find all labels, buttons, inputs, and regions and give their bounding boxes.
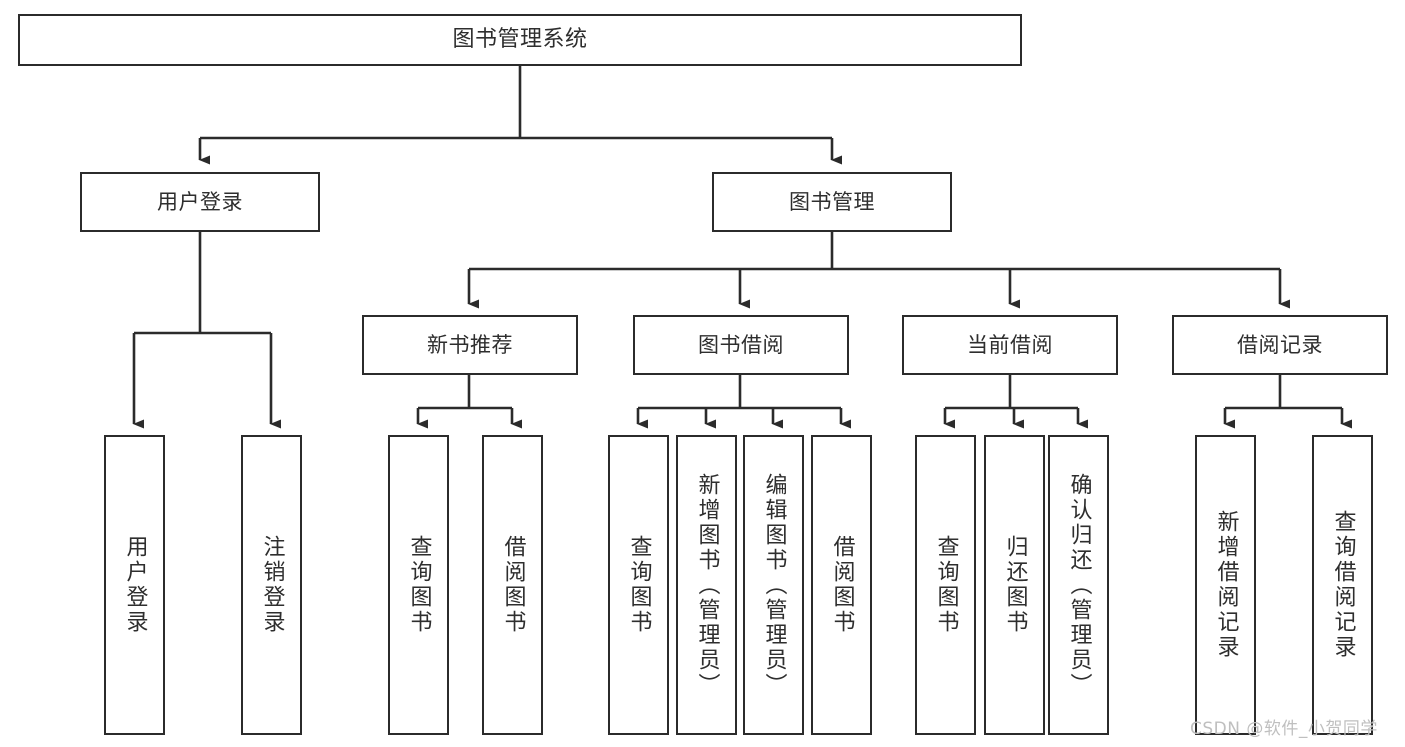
node-label: 查询图书 xyxy=(626,535,652,635)
node-label: 确认归还（管理员） xyxy=(1066,472,1092,698)
node-book-management[interactable]: 图书管理 xyxy=(712,172,952,232)
node-label: 用户登录 xyxy=(157,189,243,214)
leaf-query-book-recommend[interactable]: 查询图书 xyxy=(388,435,449,735)
node-label: 图书管理系统 xyxy=(452,27,588,53)
leaf-return-book[interactable]: 归还图书 xyxy=(984,435,1045,735)
node-user-login[interactable]: 用户登录 xyxy=(80,172,320,232)
node-label: 新增借阅记录 xyxy=(1213,510,1239,660)
node-label: 编辑图书（管理员） xyxy=(761,472,787,698)
node-label: 用户登录 xyxy=(122,535,148,635)
leaf-add-borrow-record[interactable]: 新增借阅记录 xyxy=(1195,435,1256,735)
node-label: 归还图书 xyxy=(1002,535,1028,635)
leaf-query-book-current[interactable]: 查询图书 xyxy=(915,435,976,735)
node-label: 借阅图书 xyxy=(500,535,526,635)
node-root-system[interactable]: 图书管理系统 xyxy=(18,14,1022,66)
csdn-watermark: CSDN @软件_小贺同学 xyxy=(1190,719,1378,739)
node-label: 借阅图书 xyxy=(829,535,855,635)
node-label: 借阅记录 xyxy=(1237,332,1323,357)
leaf-logout[interactable]: 注销登录 xyxy=(241,435,302,735)
leaf-edit-book-admin[interactable]: 编辑图书（管理员） xyxy=(743,435,804,735)
node-book-borrow[interactable]: 图书借阅 xyxy=(633,315,849,375)
node-label: 查询借阅记录 xyxy=(1330,510,1356,660)
leaf-user-login[interactable]: 用户登录 xyxy=(104,435,165,735)
leaf-confirm-return-admin[interactable]: 确认归还（管理员） xyxy=(1048,435,1109,735)
leaf-borrow-book[interactable]: 借阅图书 xyxy=(811,435,872,735)
leaf-borrow-book-recommend[interactable]: 借阅图书 xyxy=(482,435,543,735)
node-label: 图书借阅 xyxy=(698,332,784,357)
leaf-query-borrow-record[interactable]: 查询借阅记录 xyxy=(1312,435,1373,735)
node-label: 注销登录 xyxy=(259,535,285,635)
node-label: 图书管理 xyxy=(789,189,875,214)
node-label: 查询图书 xyxy=(406,535,432,635)
node-new-book-recommend[interactable]: 新书推荐 xyxy=(362,315,578,375)
leaf-query-book-borrow[interactable]: 查询图书 xyxy=(608,435,669,735)
leaf-add-book-admin[interactable]: 新增图书（管理员） xyxy=(676,435,737,735)
node-label: 查询图书 xyxy=(933,535,959,635)
node-borrow-records[interactable]: 借阅记录 xyxy=(1172,315,1388,375)
node-current-borrow[interactable]: 当前借阅 xyxy=(902,315,1118,375)
node-label: 新书推荐 xyxy=(427,332,513,357)
node-label: 当前借阅 xyxy=(967,332,1053,357)
node-label: 新增图书（管理员） xyxy=(694,472,720,698)
